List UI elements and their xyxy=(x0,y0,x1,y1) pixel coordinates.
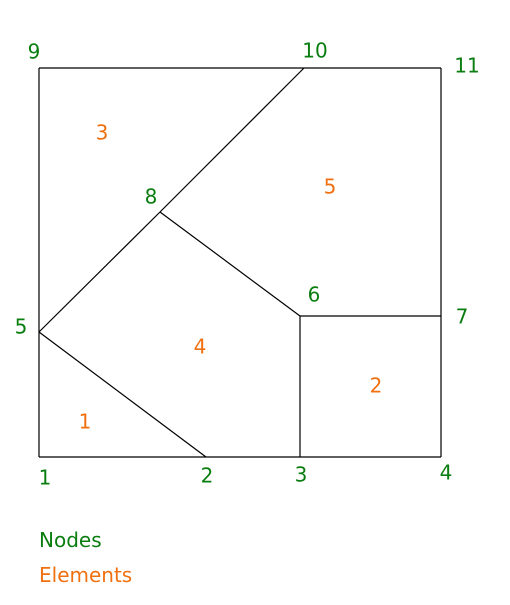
node-label-11: 11 xyxy=(454,54,479,78)
element-label-2: 2 xyxy=(370,374,383,398)
node-label-1: 1 xyxy=(39,466,52,490)
mesh-edges xyxy=(38,67,442,458)
node-label-4: 4 xyxy=(440,461,453,485)
element-label-5: 5 xyxy=(324,175,337,199)
edge-6-8 xyxy=(159,211,301,317)
node-label-3: 3 xyxy=(295,463,308,487)
node-label-2: 2 xyxy=(201,464,214,488)
node-label-8: 8 xyxy=(145,185,158,209)
node-label-10: 10 xyxy=(302,39,327,63)
node-label-9: 9 xyxy=(28,40,41,64)
edge-2-5 xyxy=(38,331,207,458)
node-label-5: 5 xyxy=(15,315,28,339)
element-labels: 1 2 3 4 5 xyxy=(79,121,383,434)
edge-5-8 xyxy=(38,211,161,333)
element-label-4: 4 xyxy=(194,335,207,359)
element-label-3: 3 xyxy=(96,121,109,145)
edge-10-8 xyxy=(159,67,305,213)
legend-nodes: Nodes xyxy=(39,528,102,552)
node-label-7: 7 xyxy=(456,305,469,329)
node-label-6: 6 xyxy=(308,283,321,307)
node-labels: 1 2 3 4 5 6 7 8 9 10 11 xyxy=(15,39,480,490)
legend-elements: Elements xyxy=(39,563,133,587)
element-label-1: 1 xyxy=(79,410,92,434)
